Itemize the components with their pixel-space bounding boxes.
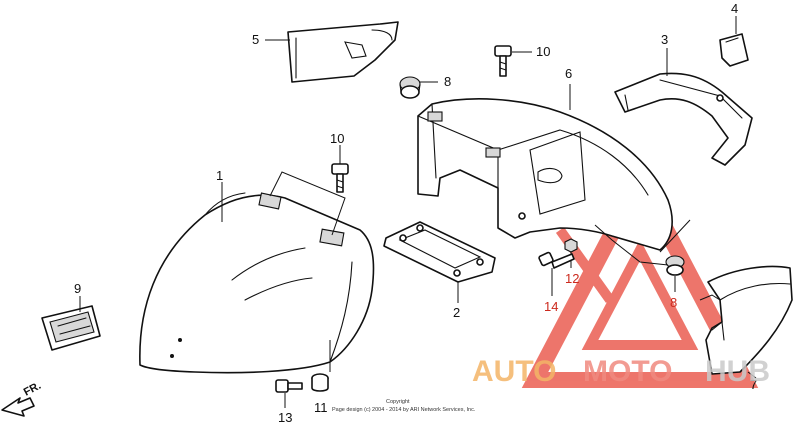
leader-7 [747,371,757,379]
front-direction-arrow-icon [1,397,35,417]
bolt-bottom [275,379,303,393]
assembly-line-c [659,219,691,253]
grommet-right [665,255,685,276]
leader-1-bracket [269,171,346,236]
bolt-middle [331,163,349,193]
reflector [41,305,101,351]
bolt-top [494,45,512,77]
callout-5: 5 [252,32,259,47]
grommet-top [399,76,421,99]
callout-13: 13 [278,410,292,425]
nut [564,238,578,253]
assembly-line-a [594,224,669,266]
bolt-right [538,251,575,269]
callout-6: 6 [565,66,572,81]
direction-label: FR. [22,380,43,399]
callout-8a: 8 [444,74,451,89]
callout-1: 1 [216,168,223,183]
callout-7: 7 [750,377,757,392]
callout-14: 14 [544,299,558,314]
watermark-part-2: MOTO [583,355,672,388]
watermark-part-1: AUTO [472,355,556,388]
callout-9: 9 [74,281,81,296]
grab-rail [614,72,753,166]
callout-10a: 10 [536,44,550,59]
rear-fender [417,98,673,251]
callout-12: 12 [565,271,579,286]
assembly-line-b [699,294,721,301]
callout-2: 2 [453,305,460,320]
copyright-line-1: Copyright [386,399,410,405]
callout-4: 4 [731,1,738,16]
watermark-text: AUTO MOTO HUB [472,355,770,388]
rear-fender-extension [705,265,793,375]
callout-8b: 8 [670,295,677,310]
callout-3: 3 [661,32,668,47]
collar [311,373,329,392]
upper-cover [287,21,399,83]
clip [719,33,749,67]
front-fender [139,192,375,374]
callout-10b: 10 [330,131,344,146]
copyright-line-2: Page design (c) 2004 - 2014 by ARI Netwo… [332,407,476,413]
center-bracket [383,221,496,283]
callout-11: 11 [314,400,328,415]
watermark-part-3: HUB [705,355,770,388]
